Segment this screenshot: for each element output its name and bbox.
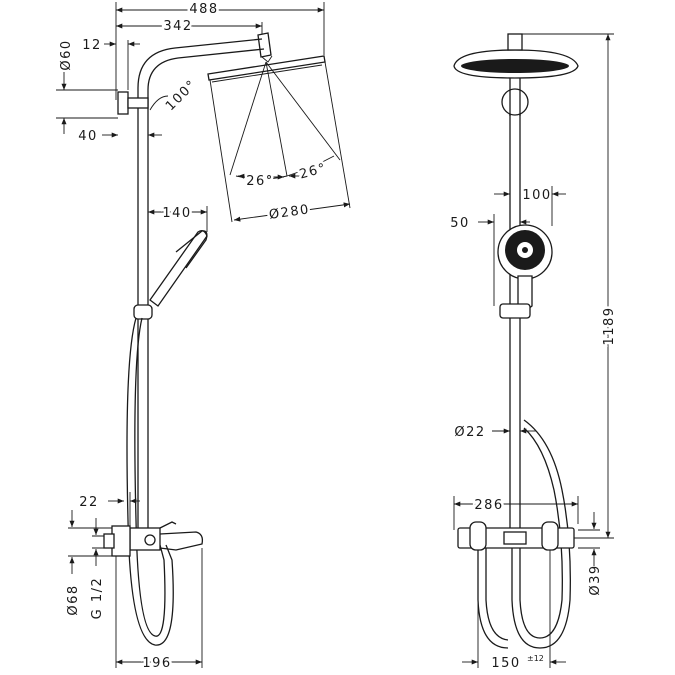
side-mixer-inlet	[103, 533, 115, 549]
dim-12: 12	[82, 38, 102, 53]
side-head-connector	[257, 32, 272, 58]
side-view: 488 342 12 Ø60 100° 40 26° 26° Ø280	[56, 0, 351, 674]
side-hose	[126, 317, 174, 646]
dim-68: Ø68	[66, 584, 81, 615]
ext-line	[115, 548, 203, 668]
dim-39: Ø39	[588, 564, 603, 595]
side-shower-arm	[137, 38, 265, 110]
front-knob-right	[541, 521, 559, 551]
side-bath-spout	[159, 531, 204, 551]
front-head-connector	[507, 33, 523, 51]
ext-line	[522, 33, 614, 539]
ext-line	[477, 550, 551, 668]
front-hose	[511, 419, 571, 649]
ext-line	[68, 527, 112, 557]
angle-arc	[235, 155, 335, 180]
side-wall-bracket	[117, 91, 129, 115]
dim-22: 22	[79, 495, 99, 510]
dim-488: 488	[189, 2, 218, 17]
dim-196: 196	[142, 656, 171, 671]
side-rain-head	[207, 55, 326, 81]
dim-line-280	[233, 202, 351, 222]
dim-140: 140	[162, 206, 191, 221]
side-hand-shower-head	[175, 230, 208, 269]
dim-286: 286	[474, 498, 503, 513]
dim-100deg: 100°	[163, 77, 200, 114]
dim-60: Ø60	[59, 39, 74, 70]
dim-g12: G 1/2	[90, 577, 105, 620]
front-hand-shower-dot	[522, 247, 528, 253]
front-rain-head-nozzles	[461, 59, 569, 73]
dim-100: 100	[522, 188, 551, 203]
side-mixer-wall-plate	[111, 525, 131, 557]
front-wall-bracket	[501, 88, 529, 116]
dim-22-dia: Ø22	[454, 425, 485, 440]
dim-26a: 26°	[246, 174, 274, 189]
dim-arrow-26a	[237, 173, 263, 179]
dim-50: 50	[450, 216, 470, 231]
angle-arc-100	[149, 95, 169, 111]
side-head-stem	[261, 55, 273, 63]
ext-line	[578, 529, 600, 549]
front-spout	[503, 531, 527, 545]
dim-26b: 26°	[298, 161, 328, 183]
side-spout-lever	[159, 521, 177, 529]
side-riser-pipe	[137, 110, 149, 530]
front-view: 100 50 1189 Ø22 286 Ø39 150 ±12	[450, 33, 620, 671]
side-hand-shower	[149, 230, 208, 307]
front-bracket-pipe	[509, 90, 521, 116]
spray-line-right	[265, 61, 341, 161]
dim-150: 150	[491, 656, 520, 671]
dim-280: Ø280	[268, 202, 311, 223]
front-hose-left	[477, 548, 509, 649]
dim-1189: 1189	[602, 306, 617, 345]
dim-40: 40	[78, 129, 98, 144]
front-knob-left	[469, 521, 487, 551]
ext-line	[56, 89, 118, 119]
side-bracket-connector	[127, 97, 149, 109]
dim-342: 342	[163, 19, 192, 34]
side-mixer-knob	[144, 534, 156, 546]
spray-extent-right	[324, 61, 351, 209]
side-rain-head-face	[211, 64, 323, 83]
spray-extent-left	[209, 79, 233, 223]
spray-line-left	[229, 61, 267, 176]
front-slider	[499, 303, 531, 319]
spray-line-mid	[265, 61, 288, 177]
ext-line	[115, 2, 325, 100]
dim-150-tolerance: ±12	[527, 654, 544, 663]
side-slider	[133, 304, 153, 320]
